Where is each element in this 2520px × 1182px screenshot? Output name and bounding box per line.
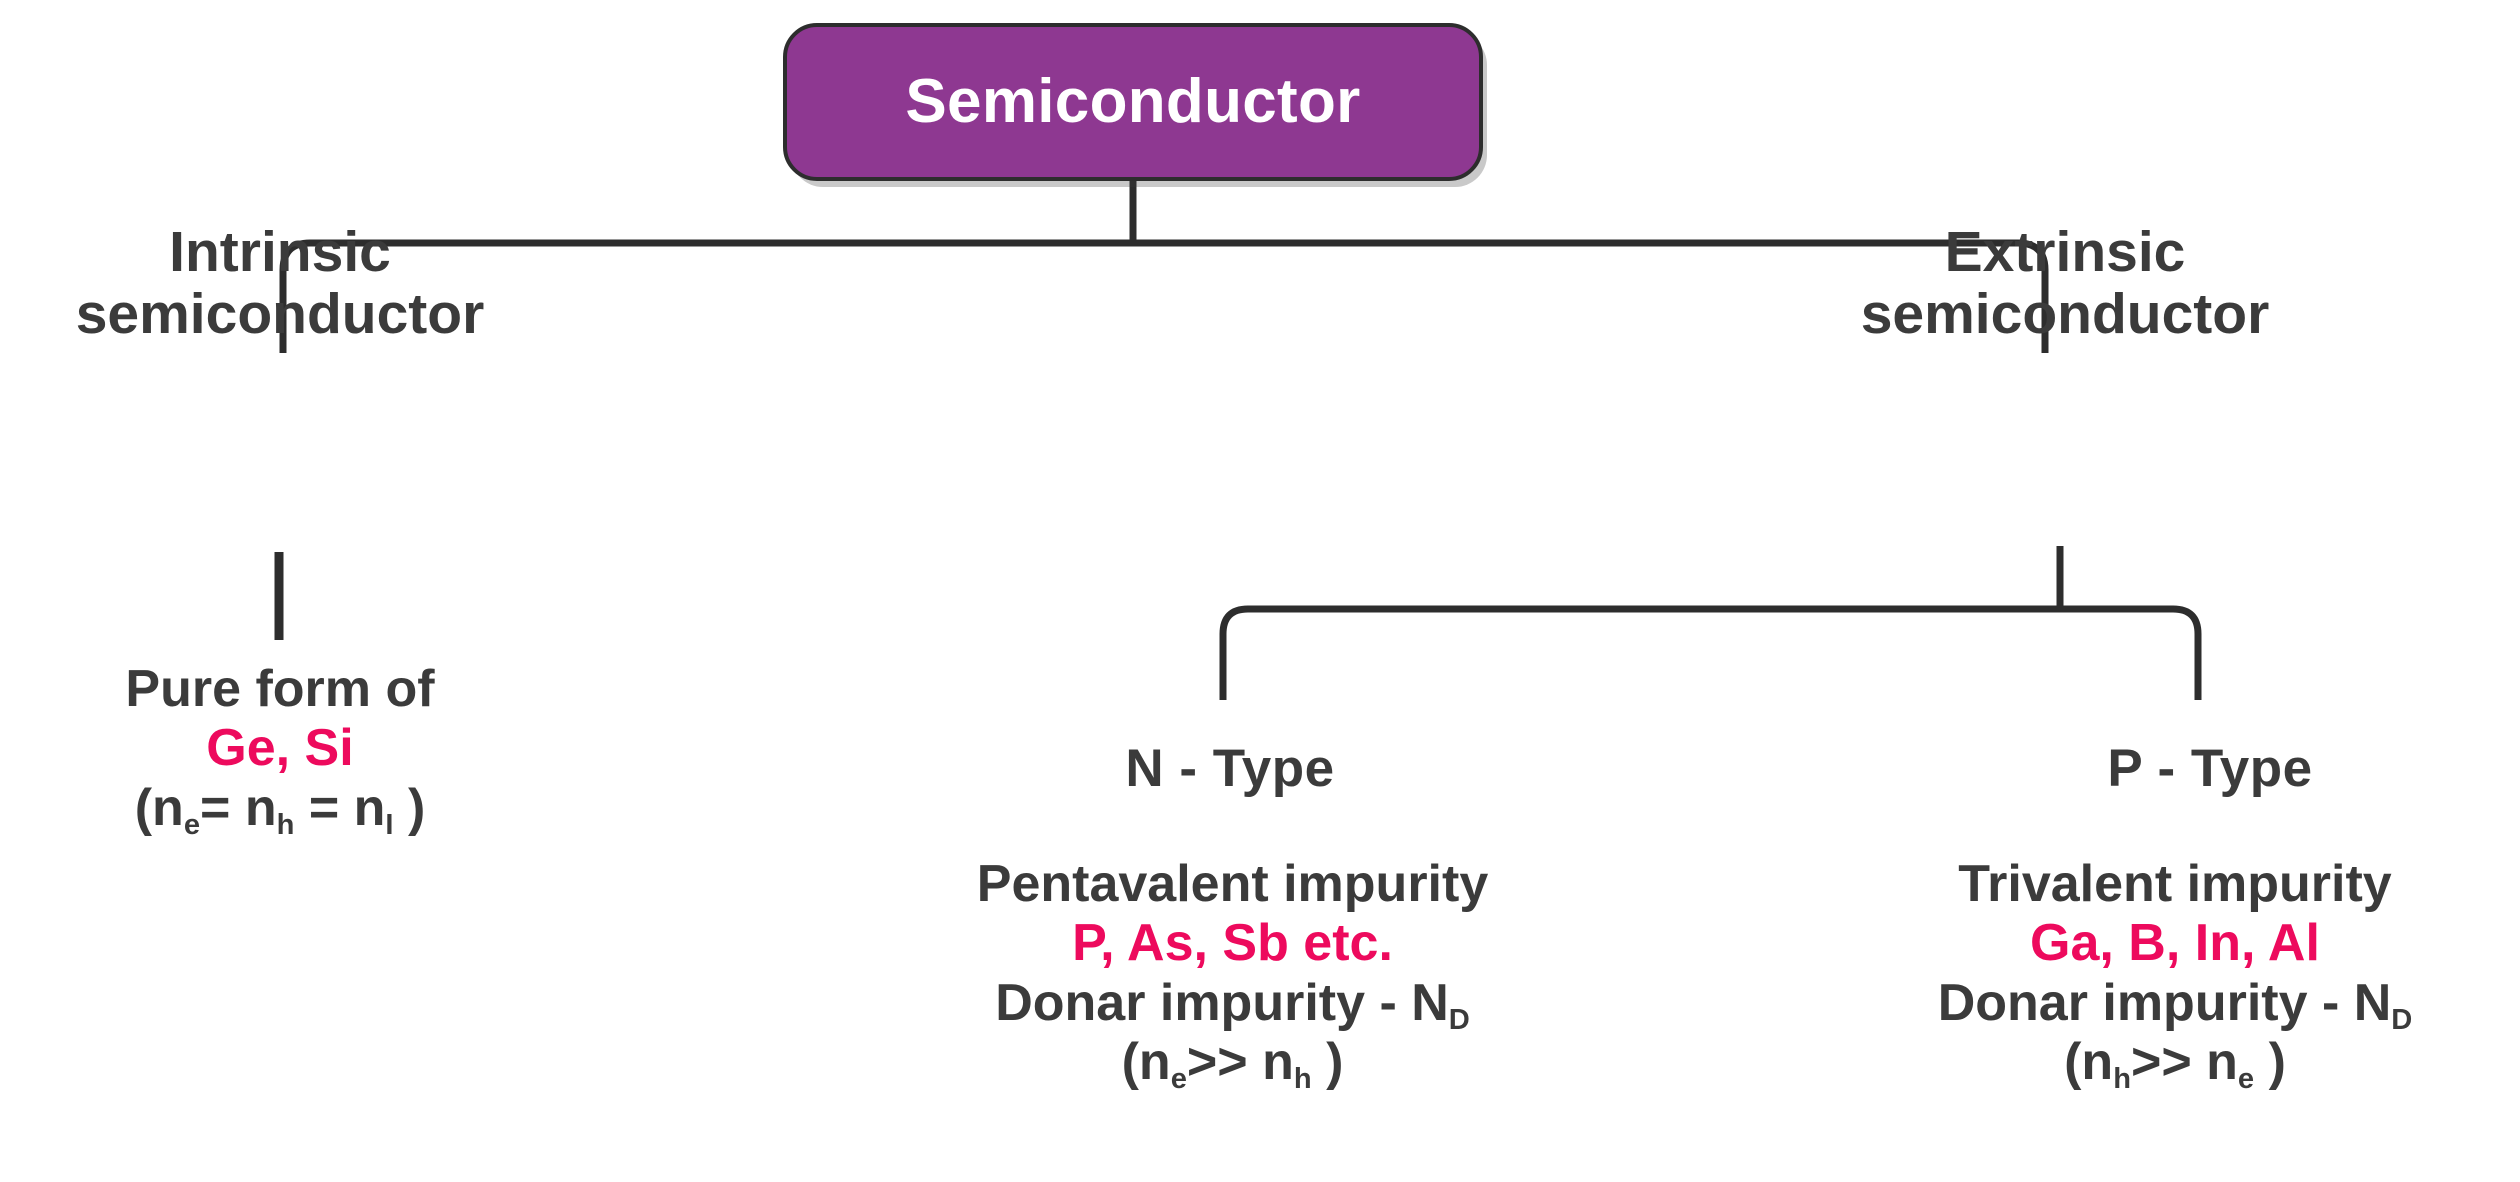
formula-subscript: h	[2113, 1063, 2131, 1096]
node-extrinsic-semiconductor[interactable]: Extrinsic semiconductor	[1770, 220, 2360, 346]
n-type-donor-label: Donar impurity - ND	[860, 973, 1605, 1036]
p-type-impurity-kind: Trivalent impurity	[1958, 855, 2392, 913]
formula-subscript: I	[385, 808, 394, 841]
donor-subscript: D	[2391, 1003, 2413, 1036]
intrinsic-detail-elements: Ge, Si	[206, 719, 354, 778]
node-p-type-detail: Trivalent impurity Ga, B, In, Al Donar i…	[1845, 855, 2505, 1096]
formula-subscript: h	[1293, 1063, 1312, 1096]
donor-subscript: D	[1448, 1003, 1470, 1036]
n-type-elements: P, As, Sb etc.	[1072, 914, 1393, 973]
p-type-donor-label: Donar impurity - ND	[1845, 973, 2505, 1036]
node-semiconductor-label: Semiconductor	[905, 67, 1361, 136]
formula-part: (n	[134, 778, 184, 837]
intrinsic-heading-line-1: Intrinsic	[169, 220, 391, 284]
formula-subscript: h	[276, 808, 295, 841]
extrinsic-heading-line-2: semiconductor	[1860, 281, 2270, 346]
formula-part: (n	[1121, 1032, 1171, 1091]
formula-part: (n	[2064, 1032, 2114, 1091]
donor-text: Donar impurity - N	[1937, 973, 2392, 1032]
n-type-label: N - Type	[1125, 739, 1335, 798]
node-p-type[interactable]: P - Type	[1960, 740, 2460, 797]
intrinsic-detail-formula: (ne= nh = nI )	[0, 778, 560, 841]
p-type-elements: Ga, B, In, Al	[2030, 914, 2320, 973]
node-semiconductor-root[interactable]: Semiconductor	[783, 23, 1483, 181]
formula-part: )	[2254, 1032, 2286, 1091]
formula-part: = n	[200, 778, 277, 837]
formula-subscript: e	[1170, 1063, 1187, 1096]
p-type-formula: (nh>> ne )	[1845, 1032, 2505, 1096]
node-intrinsic-detail: Pure form of Ge, Si (ne= nh = nI )	[0, 660, 560, 841]
formula-part: )	[393, 778, 426, 837]
n-type-impurity-kind: Pentavalent impurity	[976, 855, 1489, 913]
extrinsic-heading-line-1: Extrinsic	[1944, 220, 2186, 284]
p-type-label: P - Type	[2107, 739, 2313, 798]
formula-subscript: e	[2237, 1063, 2255, 1096]
node-n-type-detail: Pentavalent impurity P, As, Sb etc. Dona…	[860, 855, 1605, 1096]
node-n-type[interactable]: N - Type	[930, 740, 1530, 797]
formula-part: >> n	[1186, 1032, 1294, 1091]
intrinsic-detail-line-1: Pure form of	[125, 660, 435, 718]
connector-level2-bracket	[1219, 605, 2202, 700]
formula-part: )	[1311, 1032, 1344, 1091]
n-type-formula: (ne>> nh )	[860, 1032, 1605, 1096]
formula-subscript: e	[183, 808, 201, 841]
formula-part: = n	[294, 778, 386, 837]
intrinsic-heading-line-2: semiconductor	[75, 281, 485, 346]
donor-text: Donar impurity - N	[995, 973, 1449, 1032]
node-intrinsic-semiconductor[interactable]: Intrinsic semiconductor	[0, 220, 560, 346]
formula-part: >> n	[2130, 1032, 2238, 1091]
